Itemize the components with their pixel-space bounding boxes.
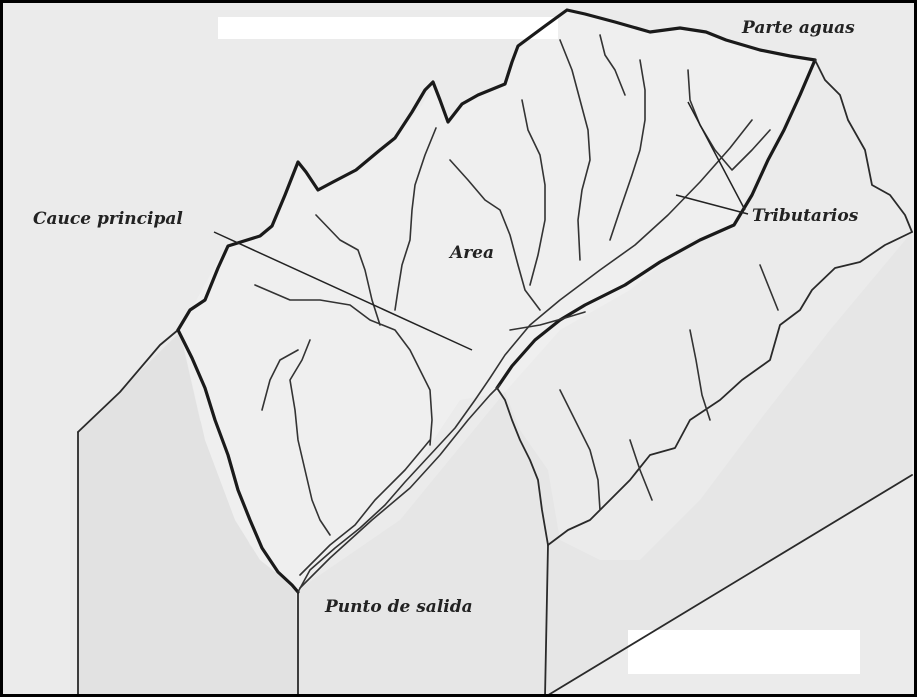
leader-cauce-principal [213, 231, 473, 351]
tributary-left-1b [261, 349, 299, 411]
tributary-center-1 [394, 127, 437, 311]
block-right-face [298, 232, 912, 697]
tributary-center-3 [521, 99, 546, 286]
label-cauce-principal: Cauce principal [33, 209, 183, 229]
block-edge-right-bottom [544, 474, 913, 697]
block-edge-right-peak [814, 59, 913, 233]
block-edge-left-top [77, 329, 179, 433]
block-edge-right-vertical [544, 544, 549, 697]
channel-bank-detail [299, 439, 431, 576]
whiteout-patch-bottom [628, 630, 860, 674]
whiteout-patch-top [218, 17, 558, 39]
tributary-upper-4 [599, 34, 626, 96]
main-channel-river [297, 119, 753, 593]
basin-surface [180, 10, 815, 590]
label-parte-aguas: Parte aguas [741, 18, 855, 38]
tributary-upper-3 [687, 69, 771, 171]
tributary-upper-2 [609, 59, 646, 241]
label-punto-de-salida: Punto de salida [324, 597, 473, 617]
front-face-bank [176, 328, 300, 594]
tributary-left-1 [289, 339, 331, 536]
block-front-face [78, 332, 298, 697]
face-drainage-2 [689, 329, 711, 421]
face-drainage-3 [759, 264, 779, 311]
label-area: Area [448, 243, 494, 263]
leader-tributarios-2 [675, 194, 749, 215]
main-channel-bank [299, 384, 501, 589]
tributary-upper-1 [559, 39, 591, 261]
tributary-center-2 [449, 159, 541, 311]
tributary-mid-1 [509, 311, 586, 331]
divide-ridge-line [176, 8, 817, 332]
face-drainage-1 [559, 389, 601, 511]
label-tributarios: Tributarios [752, 206, 859, 226]
block-edge-right-valley [547, 231, 913, 546]
leader-tributarios-1 [687, 101, 746, 211]
tributary-left-2 [254, 284, 433, 446]
right-face-bank [496, 387, 549, 546]
right-divide-ridge [495, 58, 817, 390]
face-drainage-4 [629, 439, 653, 501]
